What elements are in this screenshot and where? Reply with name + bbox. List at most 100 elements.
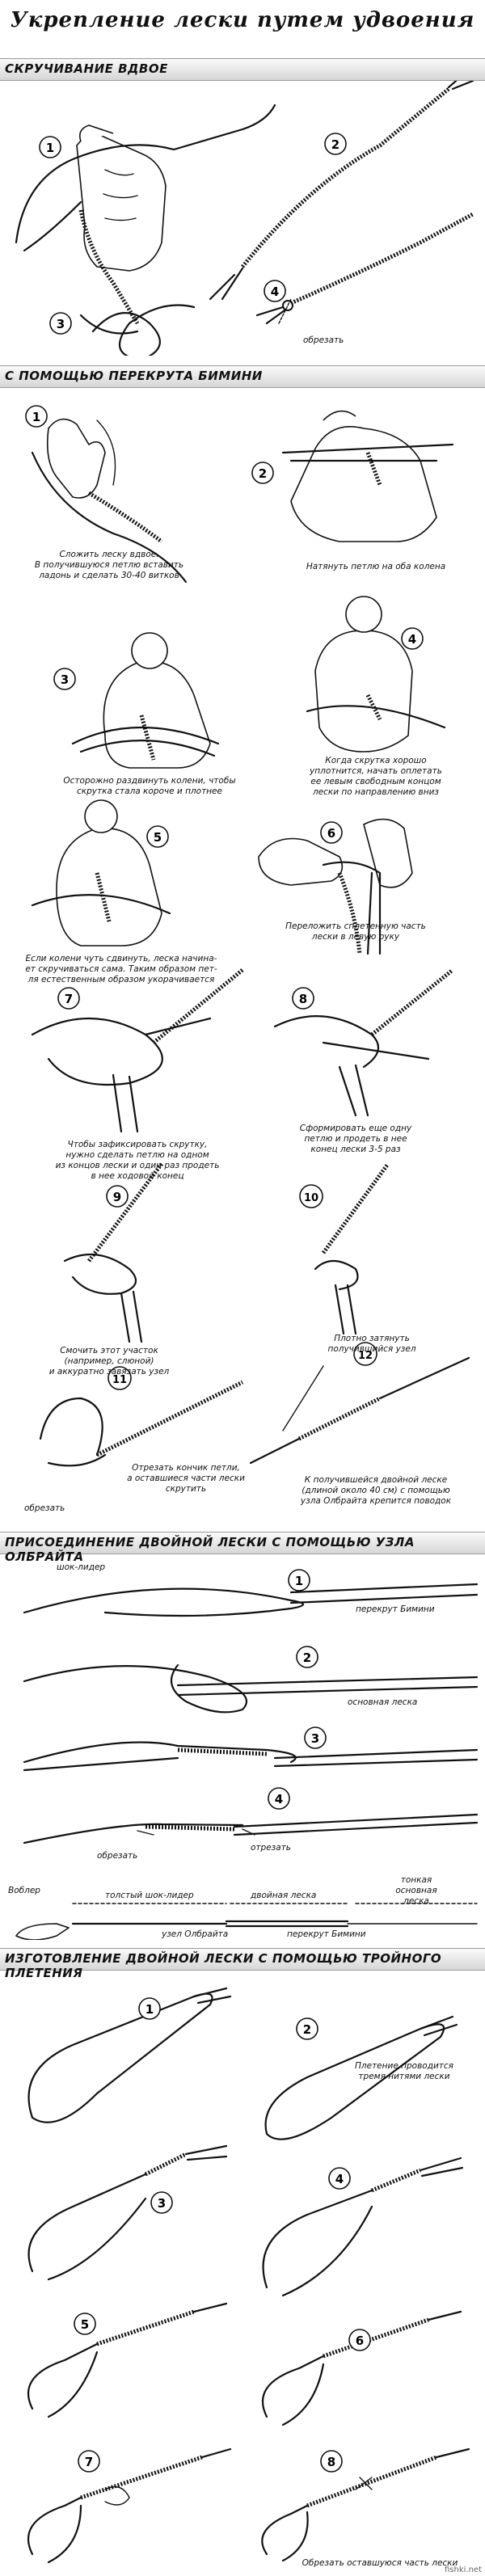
- step-badge: 3: [49, 312, 72, 335]
- section-header-albright: Присоединение двойной лески с помощью уз…: [0, 1532, 485, 1564]
- section-title: С помощью перекрута Бимини: [5, 369, 263, 383]
- svg-text:1: 1: [32, 410, 40, 424]
- svg-text:2: 2: [331, 137, 340, 152]
- svg-text:5: 5: [154, 830, 162, 845]
- svg-text:5: 5: [81, 2317, 89, 2332]
- svg-text:10: 10: [304, 1192, 318, 1204]
- step-badge: 4: [401, 627, 424, 650]
- step-badge: 2: [296, 2017, 318, 2040]
- svg-text:3: 3: [158, 2196, 166, 2211]
- section-header-twisting: Скручивание вдвое: [0, 58, 485, 81]
- cut-label: обрезать: [303, 335, 344, 345]
- triple-braid-diagram: 1 2 3 4 5 6 7 8: [27, 1987, 470, 2564]
- svg-text:2: 2: [303, 2022, 311, 2037]
- step-caption: Переложить сплетенную часть лески в леву…: [285, 921, 426, 942]
- albright-diagram: 1 2 3 4: [15, 1569, 479, 1940]
- bimini-diagram: 1 2 3 4 5 6 7 8 9 10 11 12: [25, 405, 470, 1467]
- step-badge: 5: [74, 2312, 96, 2335]
- step-badge: 1: [288, 1569, 310, 1592]
- step-badge: 7: [78, 2450, 100, 2473]
- svg-text:2: 2: [303, 1651, 311, 1665]
- label-shock-leader: шок-лидер: [57, 1562, 106, 1572]
- svg-text:3: 3: [311, 1731, 319, 1746]
- step-badge: 1: [39, 136, 61, 158]
- svg-text:12: 12: [358, 1350, 373, 1362]
- step-caption: Плетение проводится тремя нитями лески: [355, 2061, 453, 2081]
- step-badge: 12: [353, 1342, 377, 1366]
- cut-label: отрезать: [251, 1843, 291, 1853]
- svg-text:7: 7: [85, 2455, 93, 2469]
- svg-text:9: 9: [113, 1190, 121, 1204]
- svg-text:8: 8: [299, 992, 307, 1006]
- step-badge: 2: [324, 133, 347, 155]
- svg-text:3: 3: [57, 317, 65, 331]
- section-triple-braid-panel: 1 2 3 4 5 6 7 8 Плетение проводится трем…: [0, 1972, 485, 2576]
- svg-text:2: 2: [259, 466, 267, 481]
- section-albright-panel: 1 2 3 4 шок-лидер перекрут Бимини основн…: [0, 1556, 485, 1940]
- label-albright-knot: узел Олбрайта: [162, 1929, 229, 1939]
- step-badge: 1: [138, 1997, 161, 2020]
- svg-text:1: 1: [146, 2002, 154, 2017]
- label-thick-leader: толстый шок-лидер: [105, 1891, 194, 1900]
- step-badge: 4: [328, 2167, 351, 2190]
- step-caption: Натянуть петлю на оба колена: [306, 562, 446, 571]
- step-caption: Отрезать кончик петли, а оставшиеся част…: [127, 1463, 245, 1494]
- hand-illustration: [76, 124, 167, 272]
- step-caption: К получившейся двойной леске (длиной око…: [300, 1475, 452, 1506]
- label-double-line: двойная леска: [251, 1891, 317, 1900]
- step-caption: Сложить леску вдвое. В получившуюся петл…: [34, 550, 184, 580]
- step-caption: Обрезать оставшуюся часть лески: [302, 2558, 458, 2568]
- step-badge: 6: [320, 821, 343, 844]
- step-badge: 5: [146, 825, 169, 848]
- step-badge: 8: [292, 987, 314, 1010]
- step-badge: 8: [320, 2450, 343, 2473]
- step-badge: 4: [268, 1787, 290, 1810]
- svg-text:7: 7: [65, 992, 73, 1006]
- step-badge: 4: [264, 280, 286, 302]
- twisting-diagram: 1 2 3 4: [15, 81, 474, 356]
- svg-text:4: 4: [335, 2172, 344, 2186]
- step-badge: 7: [57, 987, 80, 1010]
- step-badge: 6: [348, 2329, 371, 2351]
- svg-text:4: 4: [275, 1792, 283, 1807]
- section-title: Изготовление двойной лески с помощью тро…: [5, 1951, 442, 1980]
- section-bimini-panel: 1 2 3 4 5 6 7 8 9 10 11 12 Сложить леску…: [0, 388, 485, 1528]
- watermark: fishki.net: [444, 2565, 482, 2574]
- step-badge: 10: [299, 1184, 323, 1208]
- label-main-line: основная леска: [348, 1697, 418, 1707]
- section-twisting-panel: 1 2 3 4 обрезать: [0, 81, 485, 356]
- svg-text:6: 6: [356, 2334, 364, 2348]
- step-caption: Когда скрутка хорошо уплотнится, начать …: [310, 756, 442, 797]
- svg-text:8: 8: [327, 2455, 335, 2469]
- step-caption: Смочить этот участок (например, слюной) …: [48, 1346, 170, 1377]
- label-wobbler: Воблер: [8, 1886, 40, 1895]
- step-badge: 11: [108, 1366, 132, 1390]
- label-thin-main-line: тонкая основная леска: [395, 1875, 437, 1906]
- section-title: Скручивание вдвое: [5, 61, 168, 76]
- section-header-bimini: С помощью перекрута Бимини: [0, 365, 485, 388]
- svg-text:6: 6: [327, 826, 335, 841]
- svg-text:1: 1: [46, 141, 54, 155]
- step-badge: 1: [25, 405, 48, 428]
- step-caption: Если колени чуть сдвинуть, леска начина-…: [25, 954, 217, 984]
- svg-text:3: 3: [61, 672, 69, 687]
- svg-text:1: 1: [295, 1574, 303, 1588]
- step-caption: Чтобы зафиксировать скрутку, нужно сдела…: [55, 1140, 220, 1181]
- svg-text:4: 4: [408, 632, 416, 647]
- step-badge: 2: [251, 462, 274, 484]
- cut-label: обрезать: [24, 1503, 65, 1513]
- label-bimini: перекрут Бимини: [356, 1604, 435, 1614]
- step-badge: 3: [150, 2191, 173, 2214]
- step-badge: 2: [296, 1646, 318, 1668]
- step-caption: Осторожно раздвинуть колени, чтобы скрут…: [63, 776, 236, 796]
- step-badge: 3: [304, 1726, 327, 1749]
- label-bimini-twist: перекрут Бимини: [287, 1929, 366, 1939]
- step-caption: Сформировать еще одну петлю и продеть в …: [299, 1124, 412, 1154]
- step-badge: 9: [106, 1185, 129, 1208]
- svg-text:4: 4: [271, 285, 279, 299]
- step-caption: Плотно затянуть получившийся узел: [327, 1334, 416, 1354]
- step-badge: 3: [53, 668, 76, 690]
- section-header-triple-braid: Изготовление двойной лески с помощью тро…: [0, 1948, 485, 1980]
- section-title: Присоединение двойной лески с помощью уз…: [5, 1535, 415, 1564]
- cut-label: обрезать: [97, 1851, 138, 1861]
